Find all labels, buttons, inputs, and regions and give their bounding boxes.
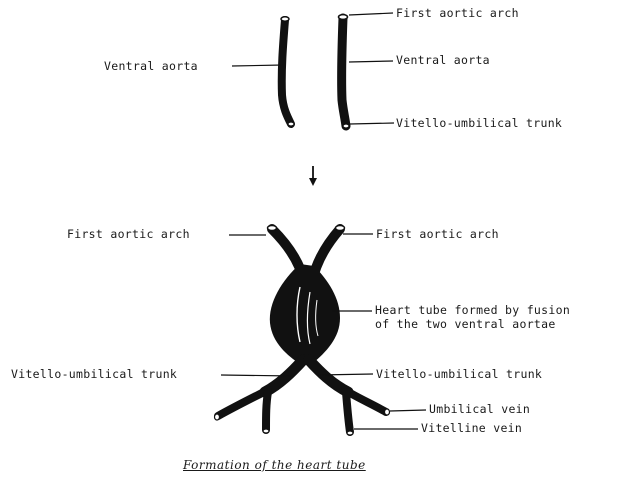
label-ventral-aorta-right: Ventral aorta [396,53,490,67]
label-first-aortic-arch-right: First aortic arch [376,227,499,241]
label-heart-tube-line2: of the two ventral aortae [375,317,556,331]
label-first-aortic-arch: First aortic arch [396,6,519,20]
right-ventral-aorta [337,13,351,131]
left-ventral-aorta [277,16,295,128]
down-arrow-icon [309,166,317,186]
label-ventral-aorta-left: Ventral aorta [104,59,198,73]
heart-tube [213,224,391,436]
label-vitello-umbilical-left: Vitello-umbilical trunk [11,367,178,381]
label-first-aortic-arch-left: First aortic arch [67,227,190,241]
figure-caption: Formation of the heart tube [183,458,366,472]
bottom-leader-lines [220,233,427,430]
label-umbilical-vein: Umbilical vein [429,402,531,416]
top-leader-lines [231,12,395,125]
label-heart-tube-line1: Heart tube formed by fusion [375,303,571,317]
label-vitello-umbilical-right: Vitello-umbilical trunk [376,367,543,381]
label-vitello-umbilical-trunk: Vitello-umbilical trunk [396,116,563,130]
label-vitelline-vein: Vitelline vein [421,421,523,435]
